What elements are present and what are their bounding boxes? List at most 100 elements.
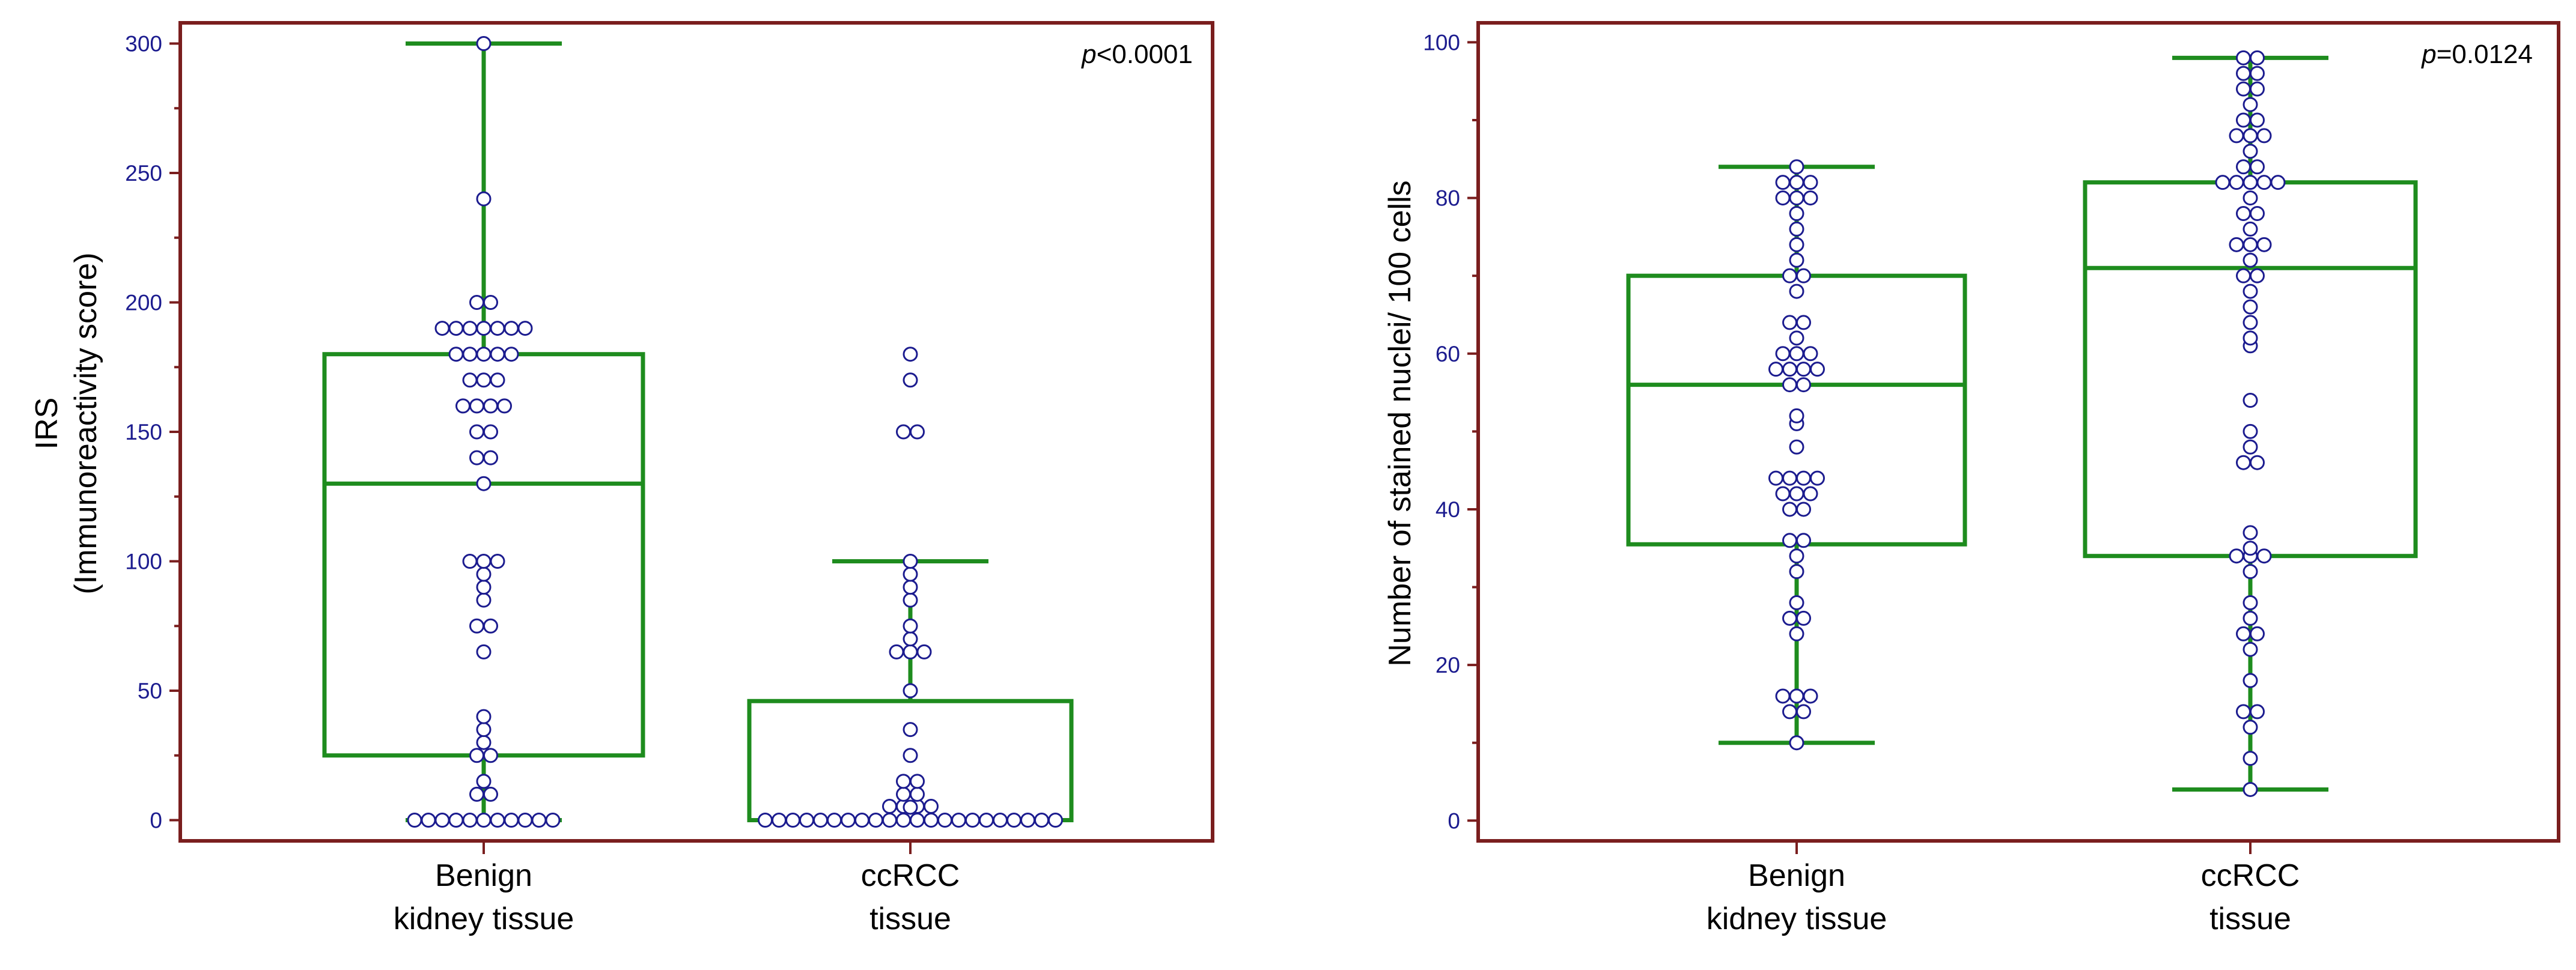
data-point xyxy=(2236,159,2251,175)
data-point xyxy=(903,748,918,763)
data-point xyxy=(1782,315,1797,330)
data-point xyxy=(2250,704,2265,720)
x-category-label-ccrcc-line1: ccRCC xyxy=(861,858,960,893)
y-tick-label: 250 xyxy=(125,161,162,186)
data-point xyxy=(1796,470,1811,486)
data-point xyxy=(903,592,918,608)
data-point xyxy=(910,813,925,828)
data-point xyxy=(951,813,966,828)
data-point xyxy=(903,580,918,595)
y-axis-label-line1: IRS xyxy=(29,398,64,450)
y-tick-label: 40 xyxy=(1436,497,1460,522)
y-tick-label: 0 xyxy=(150,808,162,833)
data-point xyxy=(469,618,484,634)
data-point xyxy=(462,347,478,362)
data-point xyxy=(1796,377,1811,393)
data-point xyxy=(2243,330,2258,346)
data-point xyxy=(1782,533,1797,548)
data-point xyxy=(476,644,492,659)
data-point xyxy=(2243,720,2258,735)
data-point xyxy=(476,735,492,750)
data-point xyxy=(1789,330,1804,346)
data-point xyxy=(462,321,478,336)
data-point xyxy=(903,372,918,388)
data-point xyxy=(903,618,918,634)
data-point xyxy=(2256,548,2272,564)
y-tick-label: 300 xyxy=(125,31,162,56)
data-point xyxy=(455,398,470,414)
data-point xyxy=(979,813,994,828)
data-point xyxy=(517,321,533,336)
data-point xyxy=(2236,112,2251,128)
data-point xyxy=(462,372,478,388)
data-point xyxy=(531,813,547,828)
data-point xyxy=(965,813,980,828)
data-point xyxy=(785,813,800,828)
data-point xyxy=(2250,626,2265,641)
data-point xyxy=(476,35,492,51)
data-point xyxy=(504,813,519,828)
data-point xyxy=(476,722,492,738)
data-point xyxy=(490,321,505,336)
data-point xyxy=(1020,813,1035,828)
data-point xyxy=(2229,548,2244,564)
data-point xyxy=(1775,688,1791,704)
data-point xyxy=(1789,205,1804,221)
y-tick-label: 100 xyxy=(125,550,162,574)
data-point xyxy=(462,554,478,569)
data-point xyxy=(1803,346,1818,362)
data-point xyxy=(903,347,918,362)
data-point xyxy=(2256,175,2272,190)
data-point xyxy=(1789,283,1804,299)
data-point xyxy=(1775,346,1791,362)
data-point xyxy=(2243,128,2258,144)
data-point xyxy=(2229,128,2244,144)
data-point xyxy=(1782,704,1797,720)
data-point xyxy=(2243,541,2258,556)
data-point xyxy=(868,813,883,828)
data-point xyxy=(2270,175,2286,190)
data-point xyxy=(916,644,932,659)
data-point xyxy=(1796,502,1811,517)
data-point xyxy=(1810,470,1825,486)
data-point xyxy=(2243,299,2258,315)
data-point xyxy=(1006,813,1022,828)
data-point xyxy=(1810,362,1825,377)
data-point xyxy=(1796,704,1811,720)
data-point xyxy=(903,644,918,659)
x-category-label-benign-line2: kidney tissue xyxy=(1707,902,1887,936)
data-point xyxy=(2243,283,2258,299)
data-point xyxy=(2243,221,2258,237)
data-point xyxy=(469,398,484,414)
data-point xyxy=(2250,268,2265,283)
data-point xyxy=(2250,50,2265,65)
x-category-label-benign-line1: Benign xyxy=(435,858,532,893)
data-point xyxy=(1775,175,1791,190)
data-point xyxy=(903,722,918,738)
x-category-label-ccrcc-line1: ccRCC xyxy=(2201,858,2300,893)
data-point xyxy=(2243,144,2258,159)
data-point xyxy=(2243,641,2258,657)
data-point xyxy=(924,813,939,828)
y-tick-label: 150 xyxy=(125,420,162,444)
data-point xyxy=(448,321,464,336)
data-point xyxy=(2250,65,2265,81)
data-point xyxy=(483,294,498,310)
y-tick-label: 100 xyxy=(1423,30,1460,55)
data-point xyxy=(2243,237,2258,252)
data-point xyxy=(1782,502,1797,517)
data-point xyxy=(1803,175,1818,190)
data-point xyxy=(2256,128,2272,144)
data-point xyxy=(407,813,422,828)
data-point xyxy=(476,580,492,595)
data-point xyxy=(2243,97,2258,112)
data-point xyxy=(2243,751,2258,766)
data-point xyxy=(2243,252,2258,268)
data-point xyxy=(2236,455,2251,470)
y-axis-label-line2: (Immunoreactivity score) xyxy=(69,252,103,594)
data-point xyxy=(1775,486,1791,502)
data-point xyxy=(434,321,450,336)
y-tick-label: 50 xyxy=(138,679,162,703)
data-point xyxy=(2236,81,2251,97)
